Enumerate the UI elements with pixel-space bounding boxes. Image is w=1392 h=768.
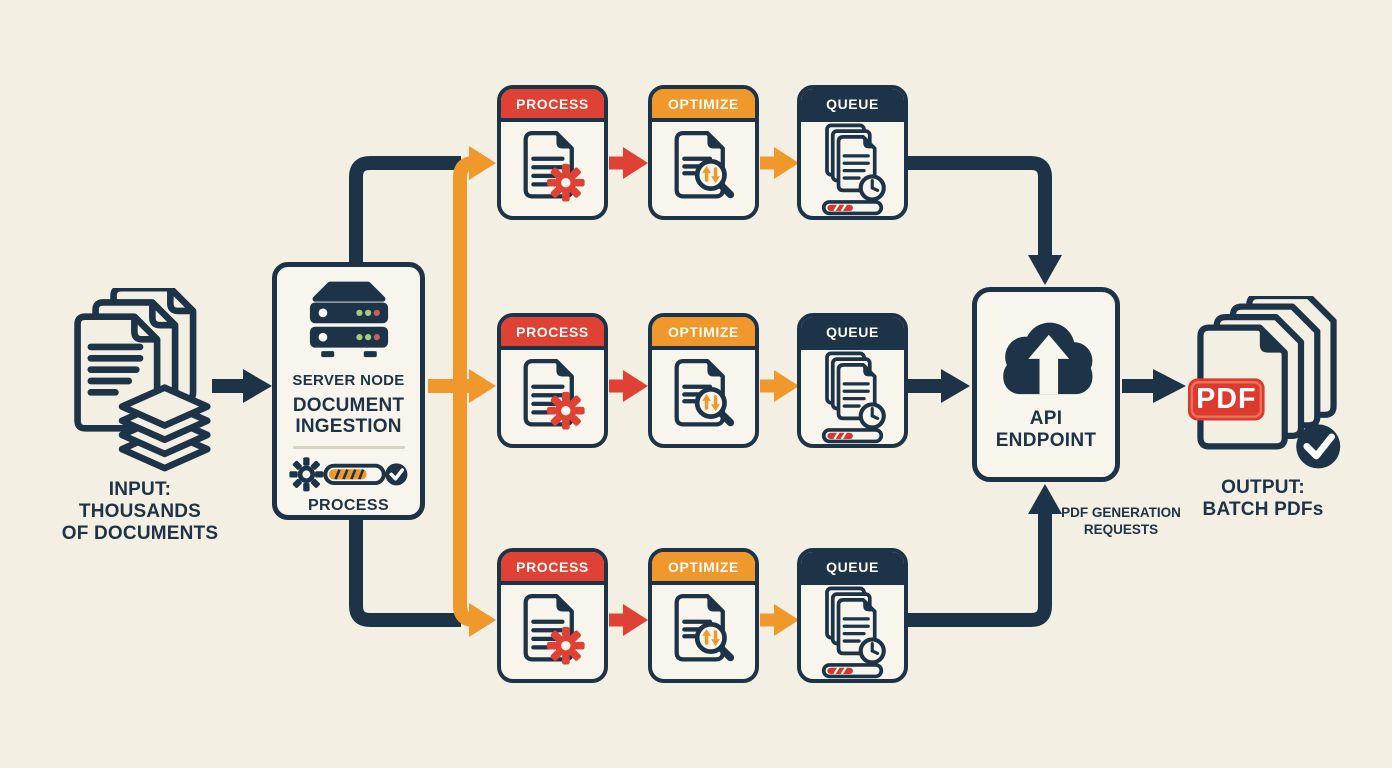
stage-box-queue-row2: QUEUE [797,313,908,448]
arrowhead-optimize3-to-queue3 [774,604,799,636]
documents-clock-progress-icon [813,122,892,216]
input-documents-figure [70,284,212,479]
stage-box-queue-row3: QUEUE [797,548,908,683]
stage-box-optimize-row2: OPTIMIZE [648,313,759,448]
document-magnifier-icon [663,591,745,673]
stage-header: PROCESS [501,317,604,350]
document-magnifier-icon [663,128,745,210]
arrowhead-process1-to-optimize1 [623,147,648,179]
document-magnifier-icon [663,356,745,438]
stage-header: QUEUE [801,317,904,350]
arrowhead-queue1-to-api [1028,255,1062,285]
input-label: INPUT: THOUSANDS OF DOCUMENTS [61,479,219,545]
server-node-subtitle: DOCUMENT INGESTION [292,394,405,438]
documents-stack-icon [74,284,211,472]
stage-header: OPTIMIZE [652,317,755,350]
arrowhead-optimize1-to-queue1 [774,147,799,179]
documents-clock-progress-icon [813,585,892,679]
pdf-generation-requests-label: PDF GENERATION REQUESTS [1061,505,1181,537]
output-pdfs-figure: PDF [1188,292,1346,485]
server-node-box: SERVER NODE DOCUMENT INGESTION [272,262,425,520]
document-gear-icon [512,591,594,673]
stage-box-process-row2: PROCESS [497,313,608,448]
arrowhead-optimize2-to-queue2 [774,370,799,402]
output-label: OUTPUT: BATCH PDFs [1202,477,1324,521]
stage-header: PROCESS [501,552,604,585]
stage-box-optimize-row1: OPTIMIZE [648,85,759,220]
gear-progress-check-icon [288,457,407,492]
arrowhead-fanout-row3 [469,603,496,637]
arrowhead-queue2-to-api [941,369,970,403]
connector-queue3-to-api [908,513,1052,627]
stage-box-process-row3: PROCESS [497,548,608,683]
document-gear-icon [512,356,594,438]
connector-server-fanout-down [453,386,475,627]
connector-server-fanout-up [453,156,475,386]
arrowhead-process3-to-optimize3 [623,604,648,636]
server-node-status: PROCESS [307,497,390,514]
document-gear-icon [512,128,594,210]
stage-box-process-row1: PROCESS [497,85,608,220]
api-endpoint-box: API ENDPOINT [972,287,1120,482]
stage-header: QUEUE [801,552,904,585]
connector-server-to-row1 [349,156,461,262]
api-endpoint-label: API ENDPOINT [995,408,1097,452]
arrowhead-fanout-row1 [469,146,496,180]
arrowhead-queue3-to-api [1028,484,1062,514]
cloud-upload-icon [1003,322,1093,395]
stage-header: QUEUE [801,89,904,122]
arrowhead-fanout-row2 [469,369,496,403]
pdf-badge: PDF [1196,383,1256,415]
connector-queue1-to-api [908,156,1052,257]
pdf-stack-icon: PDF [1188,292,1341,469]
arrowhead-process2-to-optimize2 [623,370,648,402]
divider [292,446,405,450]
server-icon [309,281,388,358]
arrowhead-input-to-server [243,369,272,403]
server-node-title: SERVER NODE [292,371,405,389]
connector-server-to-row3 [349,520,461,627]
stage-header: PROCESS [501,89,604,122]
stage-header: OPTIMIZE [652,552,755,585]
stage-box-queue-row1: QUEUE [797,85,908,220]
stage-header: OPTIMIZE [652,89,755,122]
arrowhead-api-to-output [1153,369,1186,403]
stage-box-optimize-row3: OPTIMIZE [648,548,759,683]
documents-clock-progress-icon [813,350,892,444]
